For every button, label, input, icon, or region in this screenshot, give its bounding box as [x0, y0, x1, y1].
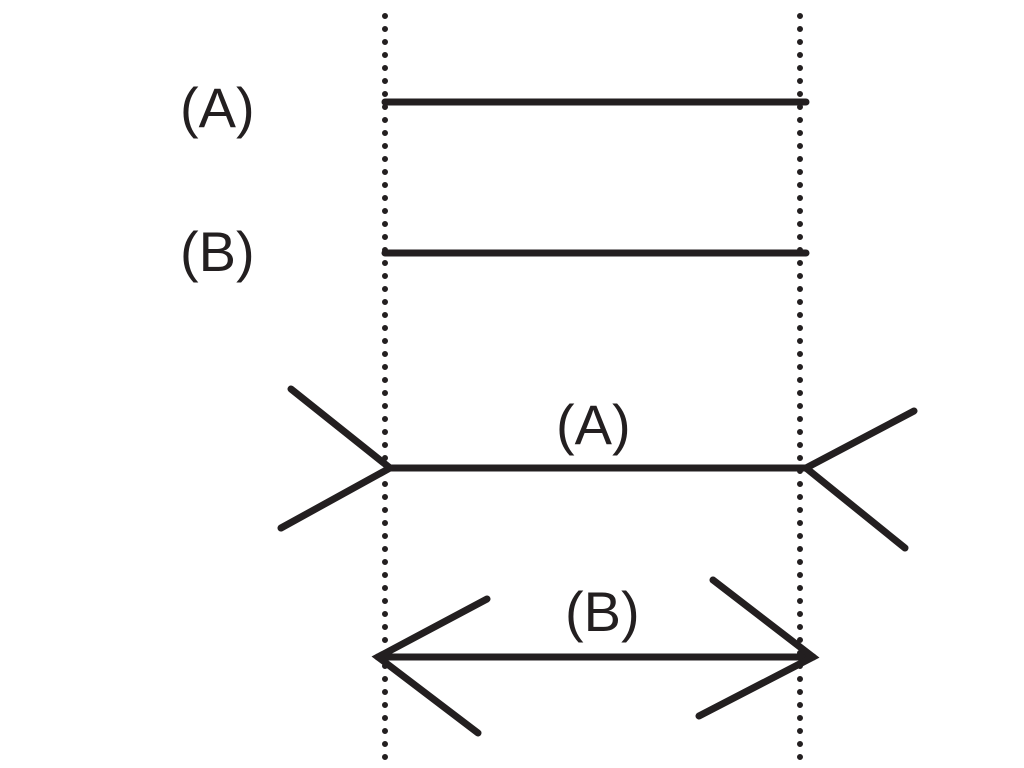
fins-out-line-a-label: (A)	[556, 393, 631, 456]
left-outward-fin	[277, 385, 397, 532]
left-arrowhead	[371, 595, 491, 737]
arrowhead-line-group: (B)	[371, 576, 820, 737]
plain-line-a-label: (A)	[180, 76, 255, 139]
arrowhead-line-b-label: (B)	[565, 580, 640, 643]
right-outward-fin	[799, 407, 918, 552]
plain-lines-group: (A) (B)	[180, 76, 810, 283]
right-arrowhead	[695, 576, 820, 720]
fins-out-line-group: (A)	[277, 385, 918, 552]
plain-line-b-label: (B)	[180, 220, 255, 283]
